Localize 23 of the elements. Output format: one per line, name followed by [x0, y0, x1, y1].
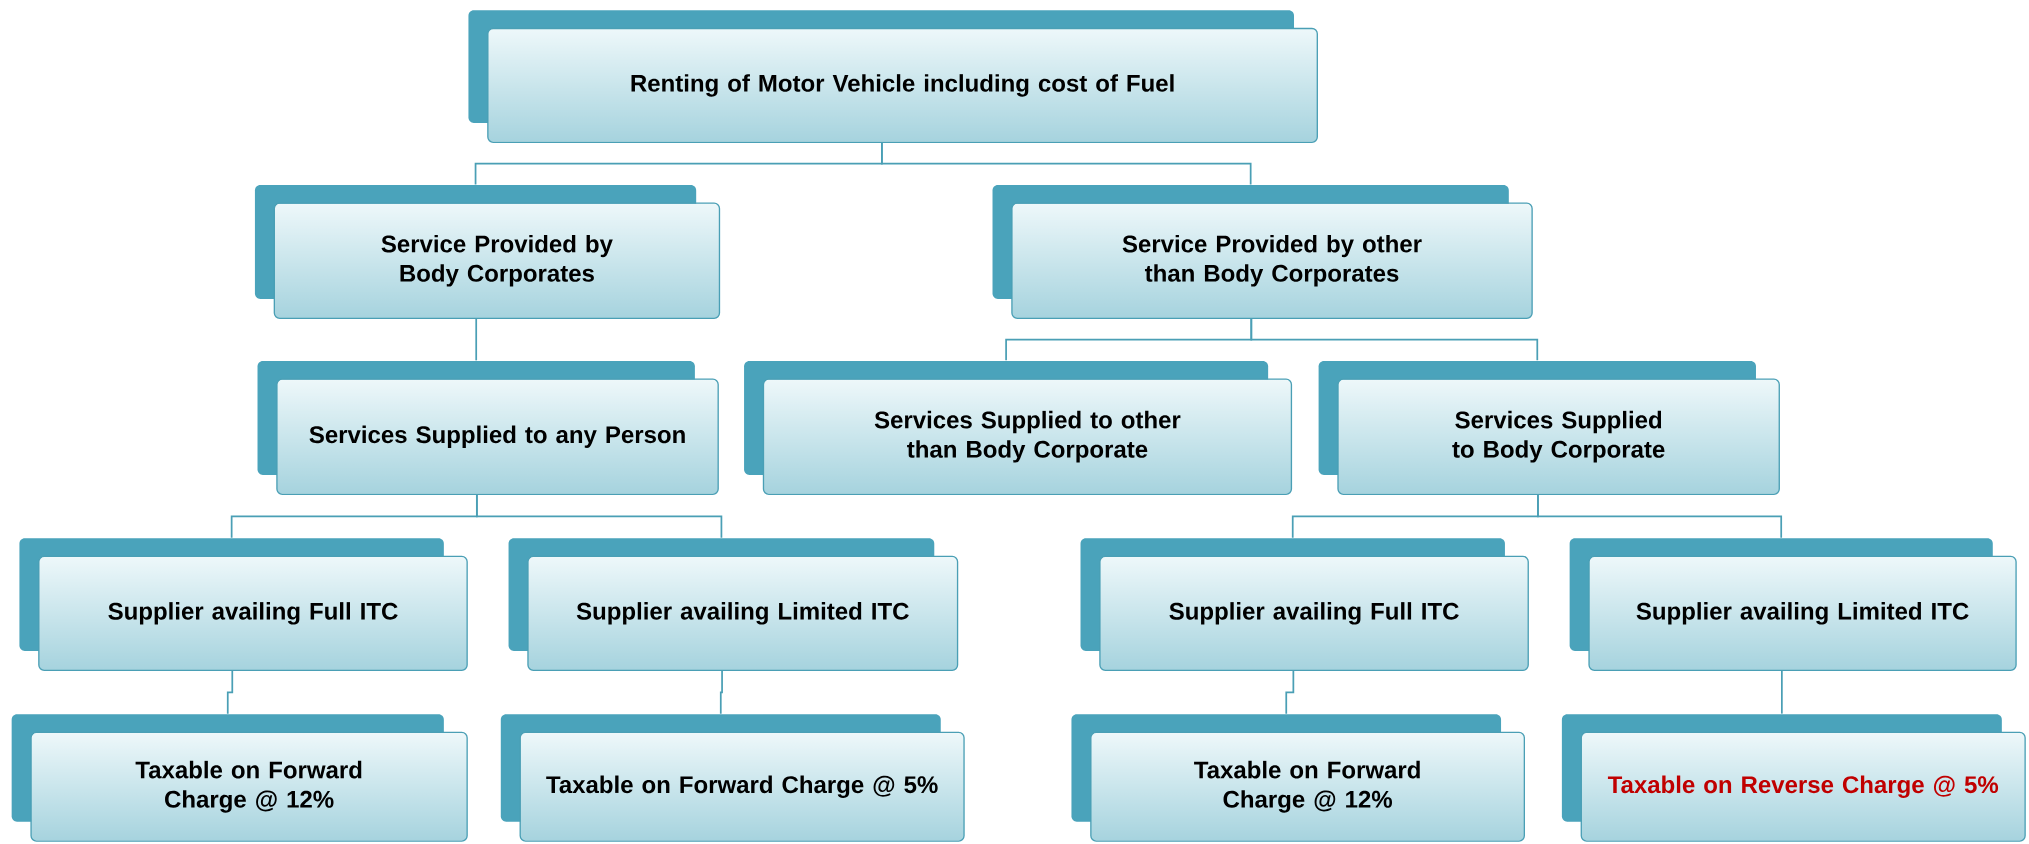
connector	[226, 670, 234, 715]
process-box: Taxable on Forward Charge @ 12%	[1071, 714, 1525, 842]
process-box: Supplier availing Limited ITC	[1569, 538, 2017, 672]
process-box: Taxable on Forward Charge @ 12%	[11, 714, 468, 842]
connector	[1781, 670, 1783, 715]
process-box: Taxable on Forward Charge @ 5%	[500, 714, 965, 842]
connector	[476, 494, 723, 539]
process-box: Services Supplied to other than Body Corporate	[744, 361, 1293, 496]
process-box: Renting of Motor Vehicle including cost of Fuel	[468, 10, 1318, 144]
connector	[719, 670, 723, 715]
connector	[1537, 494, 1783, 539]
process-box: Services Supplied to any Person	[257, 361, 719, 496]
process-box: Supplier availing Limited ITC	[508, 538, 959, 672]
process-box: Supplier availing Full ITC	[19, 538, 468, 672]
connector	[475, 318, 478, 362]
connector	[1250, 318, 1539, 362]
process-box: Service Provided by other than Body Corporates	[992, 185, 1533, 320]
connector	[881, 142, 1252, 186]
process-box: Taxable on Reverse Charge @ 5%	[1561, 714, 2026, 842]
process-box: Service Provided by Body Corporates	[254, 185, 721, 320]
connector	[1285, 670, 1295, 715]
process-box: Supplier availing Full ITC	[1080, 538, 1529, 672]
process-box: Services Supplied to Body Corporate	[1318, 361, 1780, 496]
